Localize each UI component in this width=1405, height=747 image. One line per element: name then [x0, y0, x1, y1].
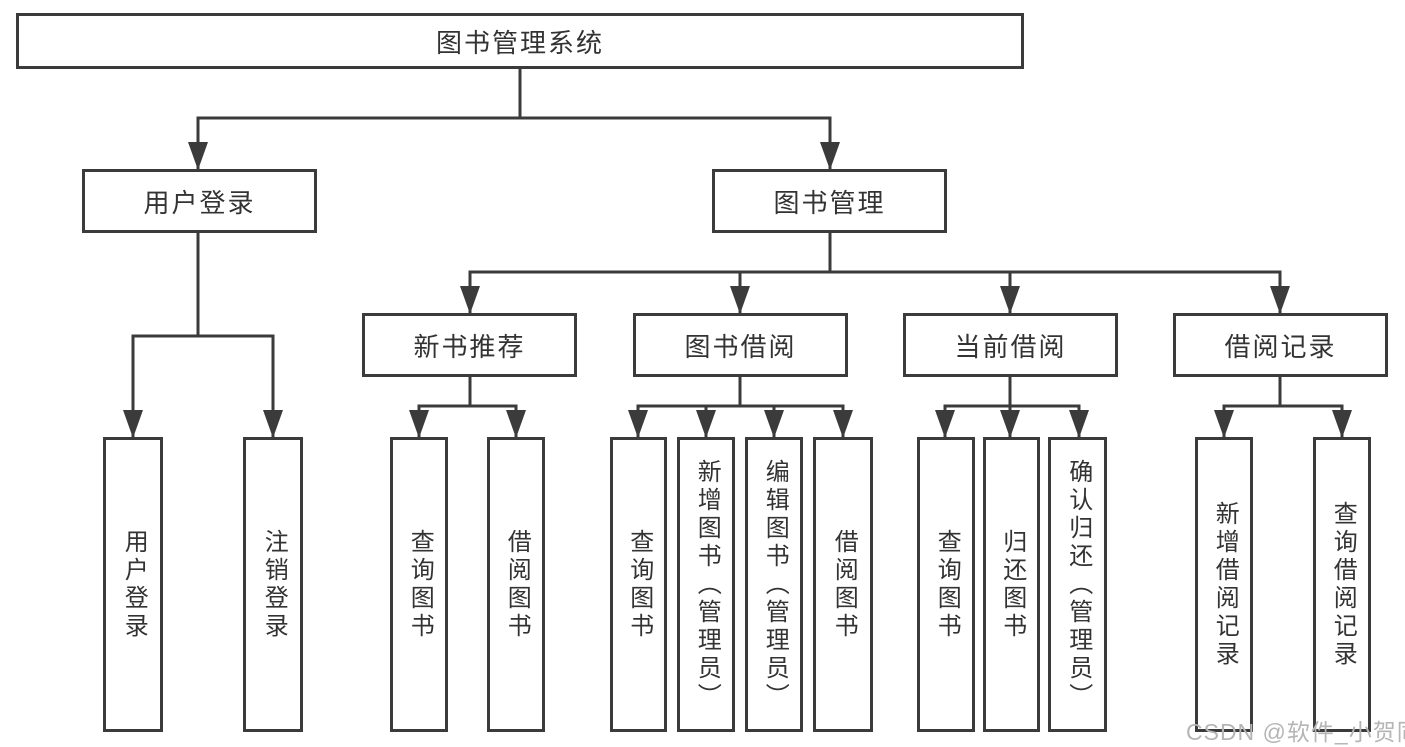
node-new-books: 新书推荐 — [362, 313, 577, 377]
node-book-borrow: 图书借阅 — [633, 313, 848, 377]
node-new-books-label: 新书推荐 — [413, 331, 526, 362]
connector-bookborrow-split — [636, 375, 845, 408]
node-borrow-records-label: 借阅记录 — [1224, 331, 1337, 362]
connector-currentborrow-split — [943, 375, 1081, 408]
leaf-logout-label: 注销登录 — [260, 528, 288, 641]
leaf-bb-borrow-books: 借阅图书 — [813, 437, 873, 732]
leaf-bb-add-books-label: 新增图书（管理员） — [693, 458, 721, 711]
leaf-logout: 注销登录 — [243, 437, 303, 732]
node-borrow-records: 借阅记录 — [1173, 313, 1388, 377]
leaf-bb-edit-books-label: 编辑图书（管理员） — [761, 458, 789, 711]
leaf-bb-borrow-books-label: 借阅图书 — [830, 528, 858, 641]
leaf-bb-add-books: 新增图书（管理员） — [677, 437, 735, 732]
leaf-user-login-label: 用户登录 — [120, 528, 148, 641]
node-user-login: 用户登录 — [82, 169, 317, 233]
connector-borrowrecords-split — [1222, 375, 1344, 408]
leaf-br-query-record: 查询借阅记录 — [1313, 437, 1371, 732]
leaf-user-login: 用户登录 — [103, 437, 163, 732]
connector-newbooks-split — [417, 375, 518, 408]
leaf-cb-query-books-label: 查询图书 — [933, 528, 961, 641]
leaf-cb-confirm-return: 确认归还（管理员） — [1048, 437, 1107, 732]
node-root-label: 图书管理系统 — [435, 27, 604, 58]
connector-bookmgmt-split — [468, 231, 1282, 274]
connector-root-split — [196, 67, 832, 120]
node-root: 图书管理系统 — [16, 13, 1024, 69]
leaf-cb-return-books-label: 归还图书 — [998, 528, 1026, 641]
leaf-cb-return-books: 归还图书 — [983, 437, 1040, 732]
node-book-mgmt: 图书管理 — [712, 169, 947, 233]
leaf-nb-borrow-books: 借阅图书 — [487, 437, 545, 732]
leaf-cb-query-books: 查询图书 — [917, 437, 975, 732]
leaf-br-add-record: 新增借阅记录 — [1195, 437, 1253, 732]
leaf-br-query-record-label: 查询借阅记录 — [1329, 500, 1357, 669]
watermark: CSDN @软件_小贺同学 — [1186, 719, 1405, 745]
node-current-borrow-label: 当前借阅 — [954, 331, 1067, 362]
leaf-nb-query-books-label: 查询图书 — [406, 528, 434, 641]
leaf-bb-query-books: 查询图书 — [610, 437, 667, 732]
node-book-borrow-label: 图书借阅 — [684, 331, 797, 362]
leaf-nb-borrow-books-label: 借阅图书 — [503, 528, 531, 641]
leaf-bb-edit-books: 编辑图书（管理员） — [745, 437, 803, 732]
node-user-login-label: 用户登录 — [143, 187, 256, 218]
node-current-borrow: 当前借阅 — [903, 313, 1118, 377]
node-book-mgmt-label: 图书管理 — [773, 187, 886, 218]
leaf-nb-query-books: 查询图书 — [390, 437, 448, 732]
leaf-cb-confirm-return-label: 确认归还（管理员） — [1064, 458, 1092, 711]
leaf-br-add-record-label: 新增借阅记录 — [1211, 500, 1239, 669]
leaf-bb-query-books-label: 查询图书 — [625, 528, 653, 641]
connector-userlogin-split — [131, 231, 275, 338]
